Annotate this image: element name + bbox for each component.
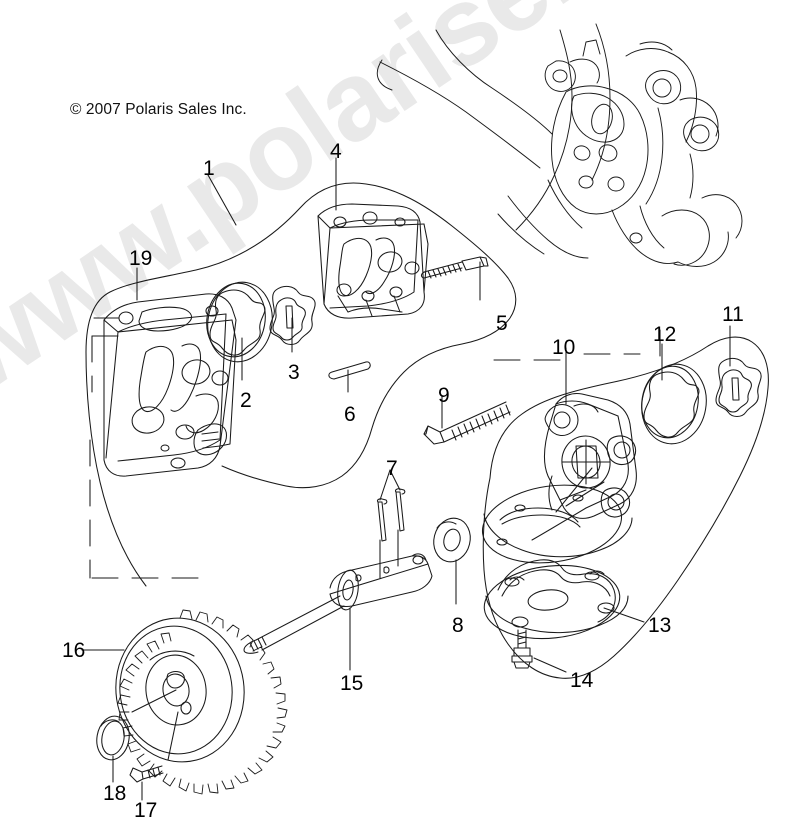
bolt-9-part (423, 401, 511, 445)
washer-8-part (433, 517, 471, 563)
callout-9[interactable]: 9 (438, 384, 450, 407)
copyright-notice: © 2007 Polaris Sales Inc. (70, 101, 247, 118)
callout-5[interactable]: 5 (496, 312, 508, 335)
thrust-washer-18-part (96, 715, 130, 761)
callout-16[interactable]: 16 (62, 639, 86, 662)
pins-7-part (376, 488, 406, 542)
callout-13[interactable]: 13 (648, 614, 672, 637)
assembly-outline-2 (482, 336, 769, 679)
outer-rotor-2-part (206, 281, 273, 363)
callout-11[interactable]: 11 (722, 303, 744, 326)
impeller-mount-plate (481, 481, 633, 564)
driven-gear-16-part (115, 617, 245, 763)
pump-cover-plate-13 (483, 559, 629, 640)
pump-housing-19 (103, 293, 237, 477)
bolt-17-part (129, 765, 164, 783)
flange-screw-14-part (511, 629, 533, 669)
callout-12[interactable]: 12 (653, 323, 677, 346)
callout-6[interactable]: 6 (344, 403, 356, 426)
callout-2[interactable]: 2 (240, 389, 252, 412)
dowel-pin-6-part (328, 361, 371, 380)
callout-19[interactable]: 19 (129, 247, 153, 270)
reference-dash-1 (89, 335, 201, 579)
engine-case-ghost (376, 23, 743, 267)
callout-10[interactable]: 10 (552, 336, 576, 359)
water-pump-body-10 (543, 393, 637, 519)
callout-8[interactable]: 8 (452, 614, 464, 637)
inner-rotor-3-part (269, 285, 316, 346)
pump-body-plate-4 (317, 203, 429, 319)
pump-shaft-15-part (243, 553, 433, 654)
callout-17[interactable]: 17 (134, 799, 158, 822)
callout-3[interactable]: 3 (288, 361, 300, 384)
reference-dash-2 (493, 329, 661, 361)
callout-18[interactable]: 18 (103, 782, 127, 805)
callout-14[interactable]: 14 (570, 669, 594, 692)
gear-teeth-16 (117, 609, 288, 795)
screw-5-part (420, 256, 489, 279)
inner-rotor-11-part (715, 357, 762, 418)
callout-15[interactable]: 15 (340, 672, 364, 695)
callout-4[interactable]: 4 (330, 140, 342, 163)
outer-rotor-12-part (641, 363, 707, 445)
callout-7[interactable]: 7 (386, 457, 398, 480)
callout-1[interactable]: 1 (203, 157, 215, 180)
assembly-outline-1 (85, 182, 517, 587)
